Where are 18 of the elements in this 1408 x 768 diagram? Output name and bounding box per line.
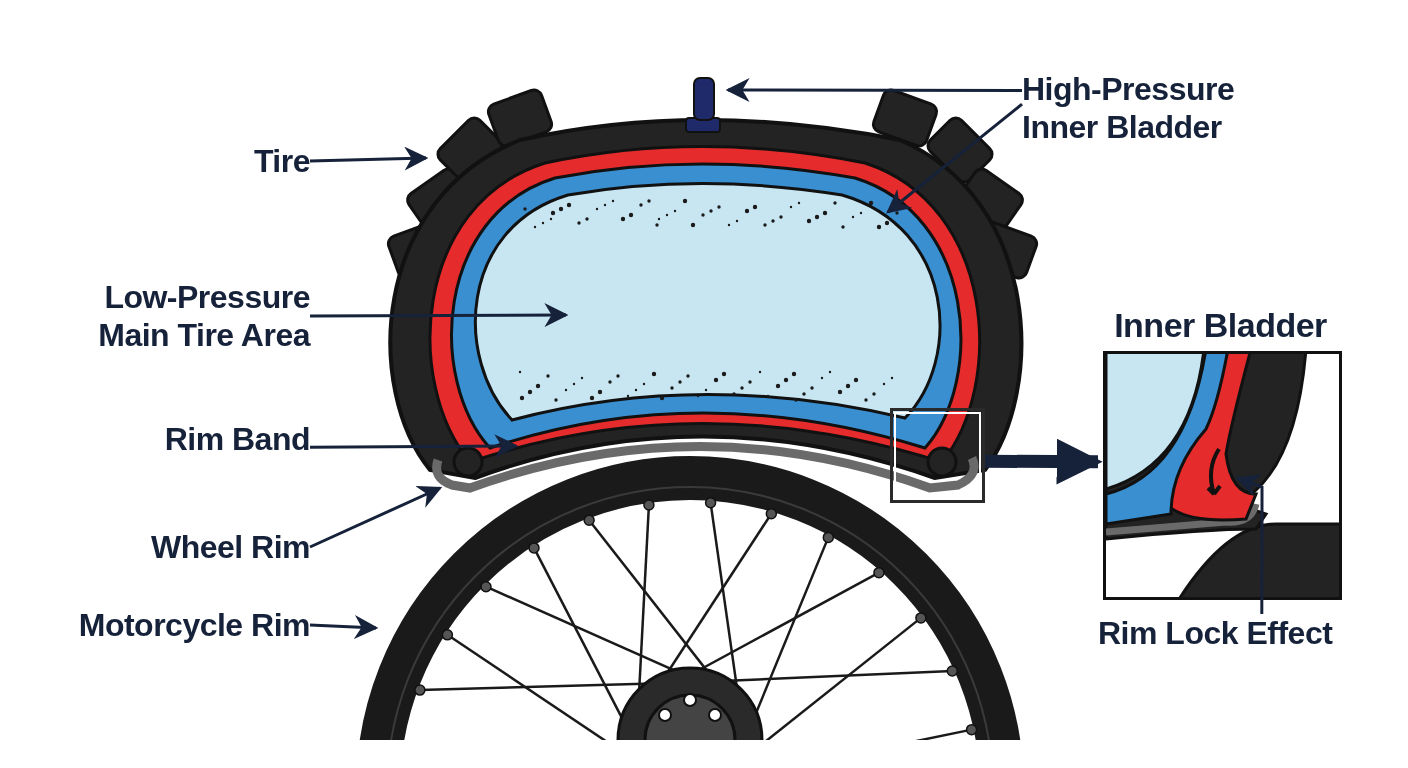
part-label: High-Pressure Inner Bladder xyxy=(1022,70,1302,146)
part-label: Tire xyxy=(150,142,310,180)
leader-arrow xyxy=(886,103,1023,214)
part-label: Motorcycle Rim xyxy=(40,606,310,644)
part-label: Rim Band xyxy=(120,420,310,496)
leader-arrow xyxy=(310,434,519,459)
thick-arrow xyxy=(984,438,1103,485)
part-label: Rim Lock Effect xyxy=(1098,614,1358,652)
leader-arrow xyxy=(309,486,443,549)
leader-arrow xyxy=(309,615,379,639)
inset-title: Inner Bladder xyxy=(1113,306,1328,344)
leader-arrow xyxy=(309,146,429,171)
part-label: Wheel Rim xyxy=(100,528,310,566)
detail-frame xyxy=(890,408,985,503)
leader-arrow xyxy=(725,78,1022,103)
part-label: Low-Pressure Main Tire Area xyxy=(40,278,310,354)
leader-arrow xyxy=(1235,474,1264,614)
leader-arrow xyxy=(310,303,569,328)
